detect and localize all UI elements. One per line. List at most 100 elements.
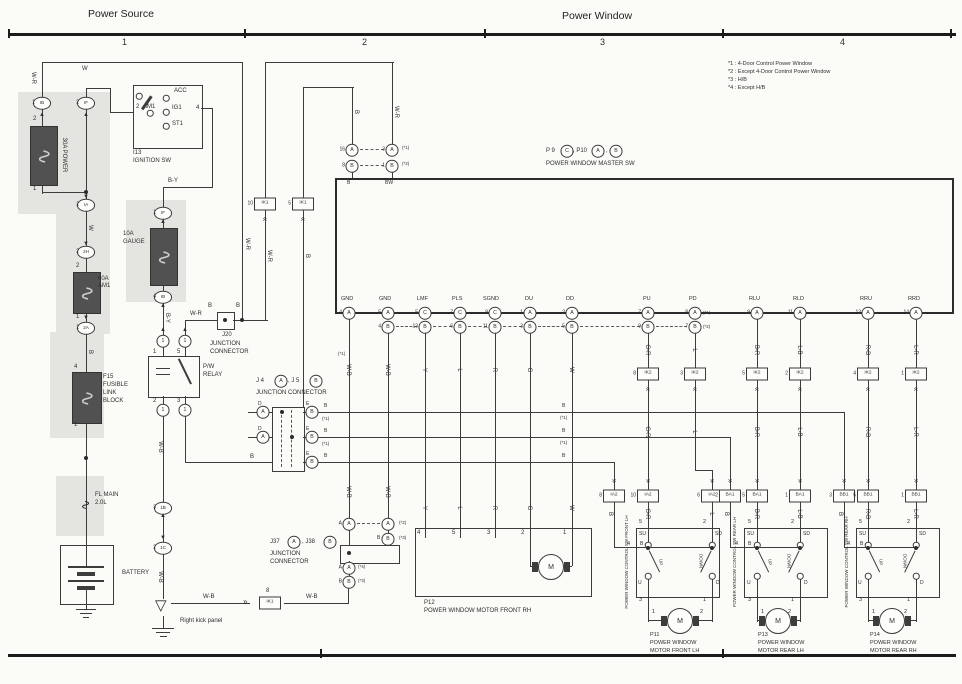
- connector-pin-number: 7: [638, 309, 641, 316]
- wire: [68, 580, 104, 582]
- wire: [201, 108, 213, 110]
- junction-dot: [280, 410, 284, 414]
- wire: [916, 318, 918, 369]
- wire: [648, 578, 650, 596]
- wire: [648, 596, 650, 622]
- wire: [352, 171, 354, 179]
- diagram-label: »: [795, 386, 804, 392]
- motor-symbol: M: [879, 608, 905, 634]
- connector-pin-number: 1: [901, 370, 904, 377]
- connector-pin-number: 2: [715, 492, 718, 499]
- junction-dot: [914, 546, 918, 550]
- connector-pin-number: 8: [685, 309, 688, 316]
- diagram-label: B: [562, 403, 566, 409]
- junction-dot: [240, 318, 244, 322]
- wire: [495, 332, 497, 538]
- junction-dot: [646, 546, 650, 550]
- pw-unit-rear-rh-pin: 3: [859, 597, 863, 603]
- diagram-label: Y: [421, 505, 427, 511]
- wire: [637, 547, 712, 549]
- wire: [163, 415, 165, 503]
- wire-dashed: [396, 326, 417, 327]
- diagram-label: ▲: [160, 219, 166, 225]
- diagram-label: L-B: [796, 509, 802, 519]
- wire-dashed: [433, 326, 452, 327]
- diagram-label: »: [260, 216, 269, 222]
- wire: [42, 192, 87, 194]
- motor-tab: [532, 562, 538, 572]
- diagram-label: W-B: [157, 571, 163, 583]
- diagram-label: G-R: [644, 508, 650, 520]
- diagram-label: POWER WINDOW MASTER SW: [546, 161, 635, 167]
- connector-pin-number: 11: [787, 309, 793, 316]
- diagram-label: W-R: [244, 238, 250, 250]
- pw-unit-front-lh-pin: 2: [700, 609, 704, 615]
- wire: [800, 380, 802, 491]
- diagram-label: L-B: [796, 345, 802, 355]
- section-tick: [722, 29, 724, 38]
- connector-oval: 2H: [77, 245, 95, 259]
- wire: [163, 187, 213, 189]
- contact-ring: [796, 572, 804, 580]
- contact-ring: [644, 572, 652, 580]
- junction-dot: [755, 546, 759, 550]
- diagram-label: 3: [487, 530, 491, 536]
- pw-unit-front-lh-motor-name: MOTOR FRONT LH: [650, 648, 700, 654]
- wire-dashed: [357, 523, 380, 524]
- connector-oval: A: [274, 374, 288, 388]
- connector-pin-number: 5: [415, 309, 418, 316]
- wire: [152, 628, 174, 630]
- connector-pin-number: 16: [339, 146, 345, 153]
- fuse-symbol: [73, 272, 101, 314]
- pw-unit-front-lh-terminal-d: D: [716, 580, 720, 586]
- component-box: [148, 356, 200, 398]
- connector-pin-number: 5: [378, 309, 381, 316]
- connector-pin-number: 3: [153, 504, 156, 511]
- diagram-label: L-R: [912, 427, 918, 437]
- diagram-label: POWER WINDOW MOTOR FRONT RH: [424, 608, 532, 614]
- diagram-label: »: [863, 386, 872, 392]
- wire: [757, 596, 759, 622]
- diagram-label: 10A: [123, 231, 134, 237]
- wire: [156, 632, 170, 634]
- wire: [185, 346, 187, 356]
- diagram-label: R: [491, 505, 497, 511]
- connector-oval: A: [381, 306, 395, 320]
- connector-oval: B: [565, 320, 579, 334]
- diagram-label: E: [306, 401, 310, 407]
- wire-dashed: [468, 326, 487, 327]
- connector-pin-number: 13: [855, 309, 861, 316]
- wire: [160, 636, 167, 638]
- diagram-label: ACC: [174, 88, 187, 94]
- wire: [317, 437, 730, 439]
- wire: [648, 502, 650, 529]
- connector-box: IA2: [603, 489, 625, 503]
- pw-unit-rear-lh-switch-box: [744, 528, 828, 598]
- pw-unit-rear-rh-terminal-b: B: [860, 541, 864, 547]
- diagram-label: B-R: [753, 344, 759, 356]
- connector-pin-number: 2: [76, 248, 79, 255]
- wire: [352, 87, 354, 145]
- pw-unit-rear-rh-pin: 5: [859, 519, 863, 525]
- component-box: [340, 545, 400, 564]
- wire: [86, 257, 88, 272]
- wire: [868, 596, 870, 622]
- diagram-label: L: [456, 368, 462, 372]
- connector-oval: A: [909, 306, 923, 320]
- junction-dot: [866, 546, 870, 550]
- connector-pin-number: 6: [697, 492, 700, 499]
- diagram-label: B: [324, 403, 328, 409]
- wire: [730, 547, 745, 549]
- wire: [757, 318, 759, 369]
- wire: [800, 502, 802, 529]
- wire: [796, 620, 800, 622]
- junction-dot: [798, 546, 802, 550]
- connector-oval: B: [418, 320, 432, 334]
- wire: [757, 620, 759, 622]
- diagram-label: ST1: [172, 121, 184, 127]
- wire: [868, 380, 870, 491]
- connector-box: IK1: [259, 596, 281, 610]
- connector-box: IK1: [254, 197, 276, 211]
- wire: [568, 566, 572, 568]
- wire: [110, 112, 134, 114]
